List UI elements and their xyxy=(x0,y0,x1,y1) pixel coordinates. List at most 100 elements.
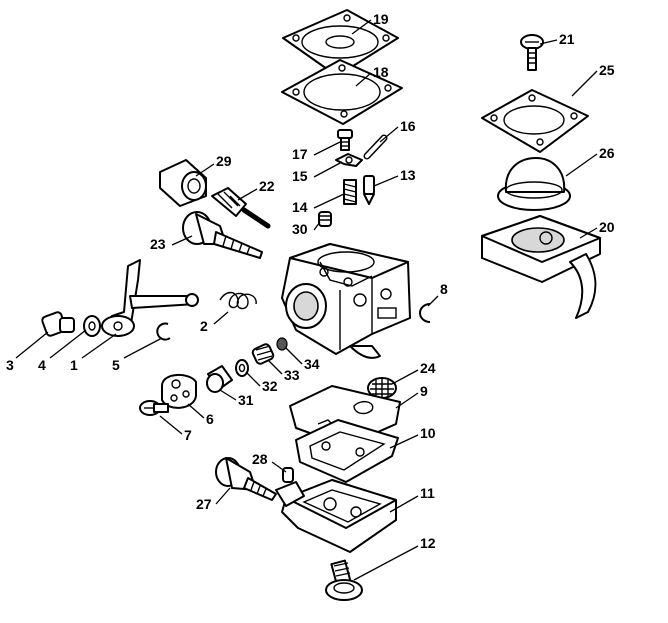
part-13-needle-valve xyxy=(363,175,375,205)
callout-labels: 19 18 16 17 15 13 14 30 29 22 23 21 25 2… xyxy=(6,11,615,551)
part-30-plug xyxy=(318,211,332,227)
leader-line-3 xyxy=(15,331,49,359)
leader-line-11 xyxy=(389,495,419,513)
part-5-clip xyxy=(156,322,171,341)
callout-16: 16 xyxy=(400,118,416,134)
leader-line-20 xyxy=(579,227,598,239)
callout-4: 4 xyxy=(38,357,46,373)
callout-29: 29 xyxy=(216,153,232,169)
part-27-idle-screw xyxy=(215,457,277,501)
part-29-limiter-cap xyxy=(159,159,207,207)
leader-line-8 xyxy=(427,295,439,307)
leader-line-21 xyxy=(539,39,558,45)
leader-lines xyxy=(15,19,598,581)
leader-line-4 xyxy=(49,329,87,359)
part-7-screw xyxy=(139,400,169,416)
callout-26: 26 xyxy=(599,145,615,161)
callout-21: 21 xyxy=(559,31,575,47)
leader-line-17 xyxy=(313,141,341,156)
callout-32: 32 xyxy=(262,378,278,394)
part-28-plug xyxy=(282,467,294,483)
leader-line-13 xyxy=(373,175,399,187)
callout-7: 7 xyxy=(184,427,192,443)
leader-line-34 xyxy=(285,347,303,365)
leader-line-7 xyxy=(159,415,183,435)
leader-line-12 xyxy=(353,545,419,581)
leader-line-18 xyxy=(355,72,372,87)
leader-line-14 xyxy=(313,193,345,209)
part-31-plug xyxy=(206,365,233,393)
part-18-gasket xyxy=(281,59,403,125)
callout-34: 34 xyxy=(304,356,320,372)
part-6-plate xyxy=(161,374,197,409)
leader-line-28 xyxy=(271,461,287,473)
leader-line-29 xyxy=(195,163,215,177)
callout-8: 8 xyxy=(440,281,448,297)
part-33-spring xyxy=(251,343,275,365)
callout-28: 28 xyxy=(252,451,268,467)
leader-line-26 xyxy=(565,153,598,177)
part-32-o-ring xyxy=(235,359,249,377)
leader-line-31 xyxy=(219,389,237,401)
callout-10: 10 xyxy=(420,425,436,441)
part-20-pump-cover xyxy=(481,215,601,319)
callout-14: 14 xyxy=(292,199,308,215)
callout-22: 22 xyxy=(259,178,275,194)
part-4-washer xyxy=(83,315,101,337)
callout-13: 13 xyxy=(400,167,416,183)
leader-line-22 xyxy=(237,188,258,201)
callout-12: 12 xyxy=(420,535,436,551)
callout-19: 19 xyxy=(373,11,389,27)
callout-9: 9 xyxy=(420,383,428,399)
leader-line-1 xyxy=(81,333,117,359)
carburetor-body xyxy=(281,243,411,359)
leader-line-5 xyxy=(123,337,163,359)
leader-line-2 xyxy=(213,311,229,325)
leader-line-27 xyxy=(215,487,231,505)
callout-18: 18 xyxy=(373,64,389,80)
leader-line-16 xyxy=(379,126,399,143)
part-12-screw xyxy=(325,559,363,601)
callout-3: 3 xyxy=(6,357,14,373)
callout-11: 11 xyxy=(420,485,435,501)
part-2-spring xyxy=(219,291,257,310)
part-10-gasket xyxy=(295,419,399,483)
callout-25: 25 xyxy=(599,62,615,78)
leader-line-19 xyxy=(351,19,372,35)
callout-24: 24 xyxy=(420,360,436,376)
part-11-cover xyxy=(275,479,397,553)
part-17-screw xyxy=(337,129,353,151)
leader-line-9 xyxy=(395,392,419,409)
leader-line-15 xyxy=(313,161,343,178)
leader-line-10 xyxy=(389,434,419,449)
callout-20: 20 xyxy=(599,219,615,235)
part-34-o-ring xyxy=(276,337,288,351)
callout-15: 15 xyxy=(292,168,308,184)
part-25-gasket xyxy=(481,89,589,153)
callout-6: 6 xyxy=(206,411,214,427)
part-14-spring xyxy=(343,179,357,205)
callout-33: 33 xyxy=(284,367,300,383)
callout-5: 5 xyxy=(112,357,120,373)
part-26-primer-bulb xyxy=(497,157,571,211)
part-21-screw xyxy=(520,34,544,71)
part-19-pump-diaphragm xyxy=(282,9,399,77)
part-8-clip xyxy=(419,303,431,323)
leader-line-30 xyxy=(313,221,321,231)
leader-line-33 xyxy=(267,359,283,375)
callout-2: 2 xyxy=(200,318,208,334)
callout-17: 17 xyxy=(292,146,308,162)
part-15-lever xyxy=(335,153,363,167)
part-1-throttle-shaft xyxy=(101,259,199,337)
leader-line-32 xyxy=(245,371,261,387)
part-23-adjusting-screw xyxy=(182,211,263,259)
callout-30: 30 xyxy=(292,221,308,237)
leader-line-6 xyxy=(187,403,205,419)
callout-23: 23 xyxy=(150,236,166,252)
leader-line-23 xyxy=(171,235,193,246)
callout-1: 1 xyxy=(70,357,78,373)
callout-27: 27 xyxy=(196,496,212,512)
part-3-screw xyxy=(41,311,75,337)
part-22-adjusting-screw xyxy=(211,187,271,229)
